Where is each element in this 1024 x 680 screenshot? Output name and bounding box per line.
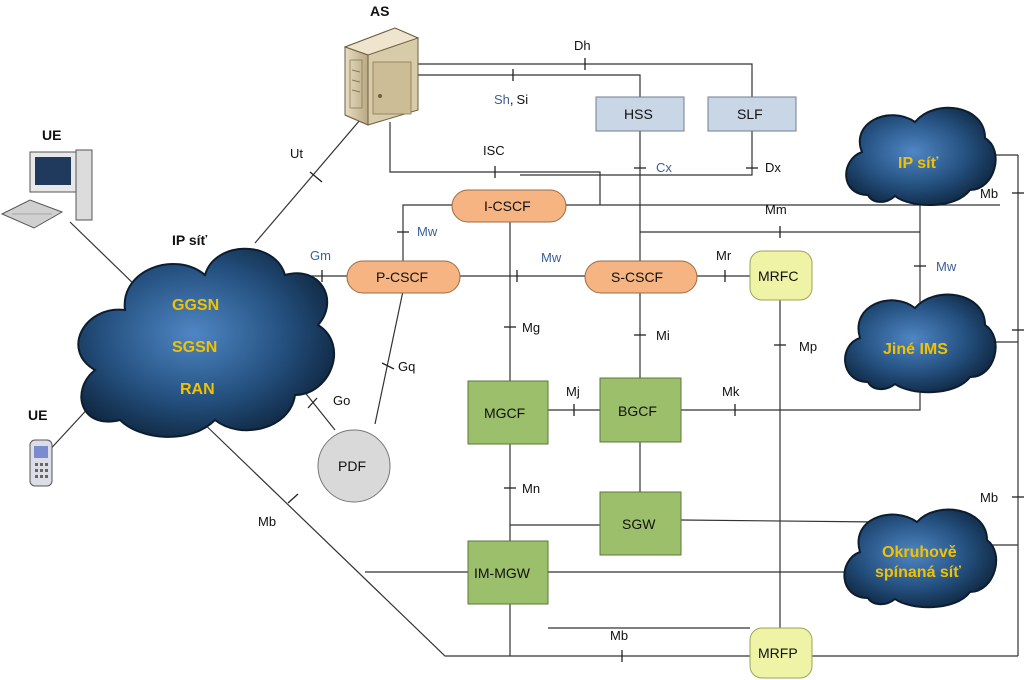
other-ims-cloud[interactable]: Jiné IMS — [844, 293, 997, 394]
label-sh-si: Sh,Si — [494, 92, 528, 107]
label-mw-ip: Mw — [417, 224, 438, 239]
hss-label: HSS — [624, 106, 653, 122]
label-mb-right: Mb — [980, 490, 998, 505]
slf-box[interactable]: SLF — [707, 96, 797, 132]
mrfc-node[interactable]: MRFC — [749, 250, 813, 301]
label-mi: Mi — [656, 328, 670, 343]
circuit-cloud-line2: spínaná síť — [875, 564, 961, 581]
circuit-cloud-line1: Okruhově — [882, 544, 957, 561]
circuit-switched-cloud[interactable]: Okruhově spínaná síť — [843, 508, 997, 609]
link-ue-pc — [69, 221, 141, 291]
label-dx: Dx — [765, 160, 781, 175]
slf-label: SLF — [737, 106, 763, 122]
link-mw-ip — [402, 204, 452, 262]
label-mb-top: Mb — [980, 186, 998, 201]
label-mm: Mm — [765, 202, 787, 217]
pdf-node[interactable]: PDF — [317, 429, 391, 503]
label-isc: ISC — [483, 143, 505, 158]
as-label: AS — [370, 3, 389, 19]
link-gq — [374, 290, 404, 425]
label-go: Go — [333, 393, 350, 408]
label-dh: Dh — [574, 38, 591, 53]
scscf-node[interactable]: S-CSCF — [584, 260, 698, 294]
interface-ticks — [287, 58, 1024, 662]
hss-box[interactable]: HSS — [595, 96, 685, 132]
immgw-node[interactable]: IM-MGW — [467, 540, 549, 605]
label-cx: Cx — [656, 160, 672, 175]
interface-labels: Dh Sh,Si Ut ISC Cx Dx Mw Gm Mw Mr Mm Mb … — [258, 38, 998, 643]
label-gq: Gq — [398, 359, 415, 374]
pdf-label: PDF — [338, 458, 366, 474]
pcscf-node[interactable]: P-CSCF — [346, 260, 461, 294]
ip-network-cloud-label: IP síť — [898, 155, 939, 172]
link-as-hss — [418, 74, 641, 97]
scscf-label: S-CSCF — [611, 269, 663, 285]
icscf-node[interactable]: I-CSCF — [451, 189, 567, 223]
label-mb-bottom: Mb — [610, 628, 628, 643]
sgw-label: SGW — [622, 516, 656, 532]
ran-label: RAN — [180, 381, 215, 398]
label-mr: Mr — [716, 248, 732, 263]
label-mj: Mj — [566, 384, 580, 399]
ue-pc-icon[interactable] — [0, 149, 93, 229]
other-ims-cloud-label: Jiné IMS — [883, 341, 948, 358]
sgw-node[interactable]: SGW — [599, 491, 682, 556]
as-server[interactable] — [343, 27, 420, 126]
link-dx — [520, 131, 753, 176]
mrfc-label: MRFC — [758, 268, 798, 284]
ip-network-label: IP síť — [172, 232, 208, 248]
label-mn: Mn — [522, 481, 540, 496]
link-mb-left — [194, 414, 750, 657]
mrfp-label: MRFP — [758, 645, 798, 661]
link-as-slf — [418, 63, 753, 97]
mgcf-label: MGCF — [484, 405, 525, 421]
label-mp: Mp — [799, 339, 817, 354]
immgw-label: IM-MGW — [474, 565, 531, 581]
label-ut: Ut — [290, 146, 303, 161]
link-sgw-cs — [680, 519, 881, 523]
ue-phone-label: UE — [28, 407, 47, 423]
access-network-cloud[interactable]: GGSN SGSN RAN — [77, 247, 336, 438]
label-mw-clouds: Mw — [936, 259, 957, 274]
bgcf-label: BGCF — [618, 403, 657, 419]
label-mb-left: Mb — [258, 514, 276, 529]
label-mw-ps: Mw — [541, 250, 562, 265]
ue-pc-label: UE — [42, 127, 61, 143]
ggsn-label: GGSN — [172, 297, 219, 314]
label-mk: Mk — [722, 384, 740, 399]
ip-network-cloud[interactable]: IP síť — [845, 106, 997, 206]
link-ut — [254, 119, 361, 244]
pcscf-label: P-CSCF — [376, 269, 428, 285]
sgsn-label: SGSN — [172, 339, 217, 356]
icscf-label: I-CSCF — [484, 198, 531, 214]
mrfp-node[interactable]: MRFP — [749, 627, 813, 679]
ue-phone-icon[interactable] — [29, 439, 53, 487]
mgcf-node[interactable]: MGCF — [467, 380, 549, 445]
label-gm: Gm — [310, 248, 331, 263]
label-mg: Mg — [522, 320, 540, 335]
bgcf-node[interactable]: BGCF — [599, 377, 682, 443]
